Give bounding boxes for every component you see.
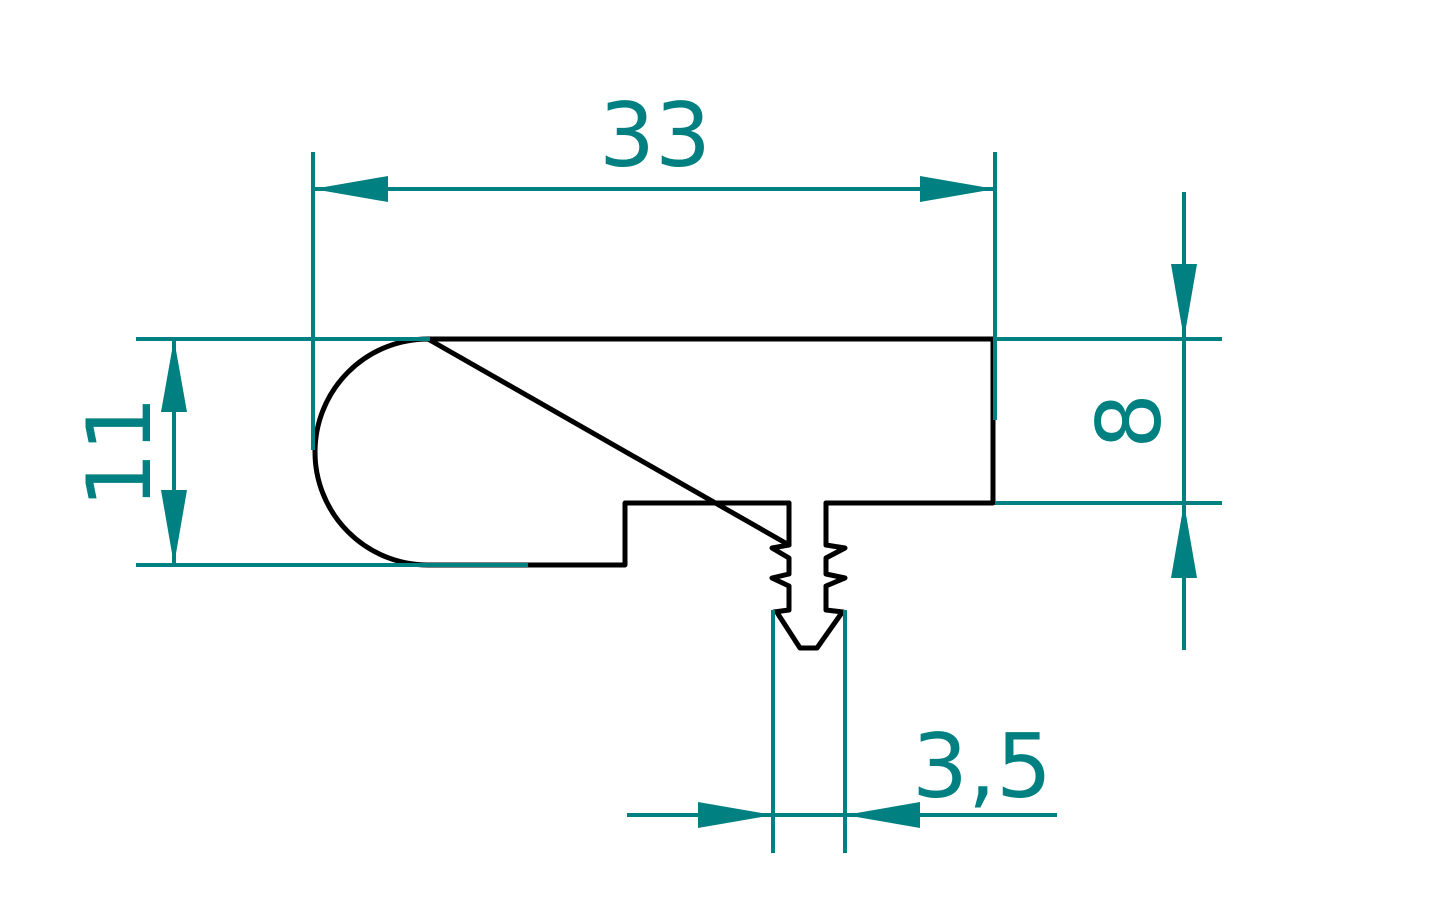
dimension-11: 11: [68, 337, 528, 567]
arrowhead-top-11: [161, 339, 187, 412]
dimension-33: 33: [311, 84, 997, 450]
tab-tip: [775, 611, 844, 651]
arrowhead-right-3-5: [845, 802, 920, 828]
arrowhead-bottom-8: [1171, 503, 1197, 578]
arrowhead-top-8: [1171, 264, 1197, 339]
dimension-label-11: 11: [68, 396, 171, 508]
dimension-label-3-5: 3,5: [912, 715, 1052, 818]
arrowhead-left-33: [313, 176, 388, 202]
tab-left-barbs: [769, 500, 792, 615]
dimension-3-5: 3,5: [627, 610, 1057, 853]
tab-right-barbs: [823, 500, 848, 615]
arrowhead-right-33: [920, 176, 995, 202]
arrowhead-bottom-11: [161, 490, 187, 565]
profile-outline: [312, 336, 996, 651]
dimension-label-8: 8: [1078, 393, 1181, 449]
arrowhead-left-3-5: [698, 802, 773, 828]
dimension-label-33: 33: [599, 84, 711, 187]
profile-body: [312, 336, 996, 568]
dimension-8: 8: [995, 192, 1222, 650]
